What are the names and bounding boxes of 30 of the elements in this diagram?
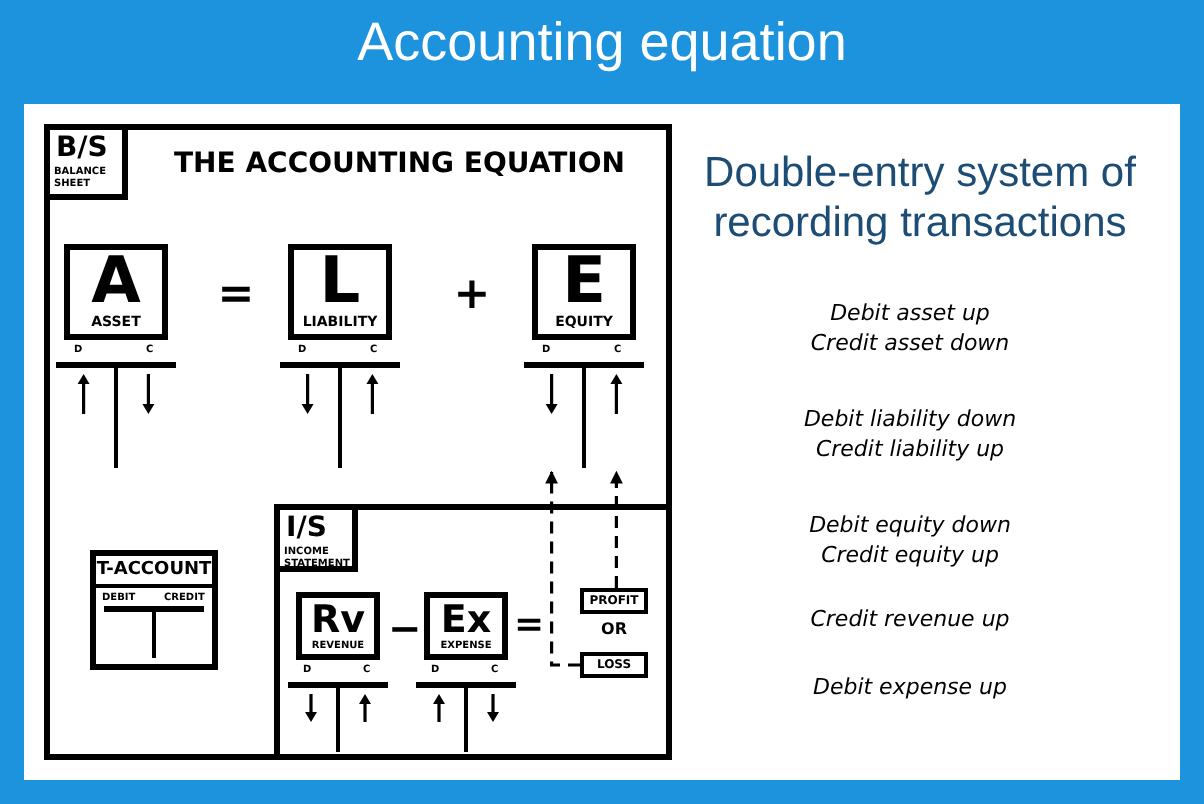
tag-letters: I/S [286,512,327,544]
balance-sheet-frame [44,124,672,760]
rule-text: Debit asset up [828,300,992,326]
arrow [545,470,580,667]
section-tag [274,504,358,572]
rule-text: Debit liability down [801,406,1019,432]
arrow [610,470,623,588]
rule-text: Credit liability up [813,436,1007,462]
rule-text: Debit equity down [807,512,1013,538]
page-title: Accounting equation [355,12,849,74]
rule-text: Credit revenue up [808,606,1012,632]
t-account-card [90,550,218,670]
side-heading: Double-entry system of recording transactions [702,148,1138,248]
equals-sign: = [215,270,257,320]
tag-letters: B/S [56,132,108,164]
diagram-heading: THE ACCOUNTING EQUATION [174,148,625,180]
account-letter: L [319,242,361,318]
income-statement-frame [274,504,672,760]
rule-text: Debit expense up [810,674,1010,700]
account-letter: E [562,242,606,318]
section-tag [44,124,128,200]
account-letter: Ex [438,598,494,642]
account-letter: Rv [308,598,367,642]
plus-sign: + [451,270,493,320]
account-letter: A [89,242,143,318]
t-account-title: T-ACCOUNT [96,556,212,588]
connector-word: OR [599,620,629,638]
rule-text: Credit equity up [819,542,1001,568]
equals-sign: = [514,604,542,646]
rule-text: Credit asset down [808,330,1012,356]
